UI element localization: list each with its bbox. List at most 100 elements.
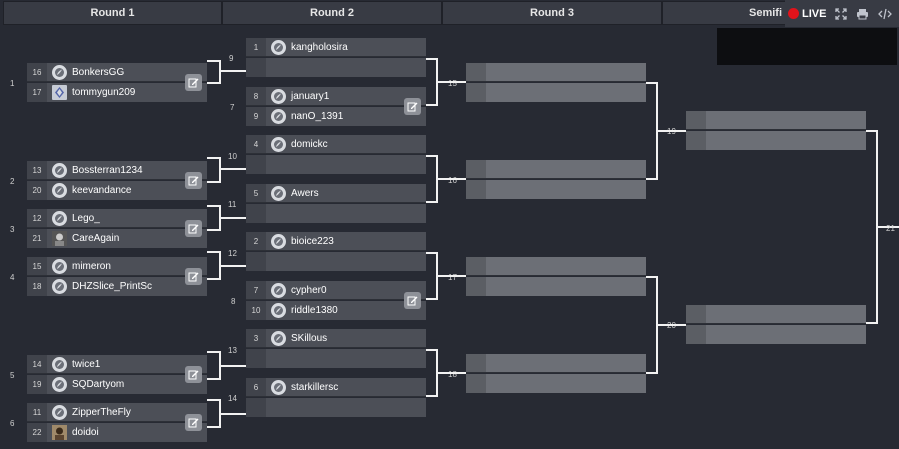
player-name[interactable]: ZipperTheFly xyxy=(72,407,131,418)
print-icon[interactable] xyxy=(856,8,869,20)
player-slot[interactable] xyxy=(246,349,426,368)
seed-number: 7 xyxy=(246,281,266,299)
edit-match-button[interactable] xyxy=(404,292,421,309)
player-name[interactable]: cypher0 xyxy=(291,285,327,296)
match-r3-2[interactable] xyxy=(466,160,646,200)
player-slot[interactable] xyxy=(246,204,426,223)
player-slot[interactable] xyxy=(466,374,646,393)
player-name[interactable]: DHZSlice_PrintSc xyxy=(72,281,153,292)
player-name[interactable]: CareAgain xyxy=(72,233,120,244)
player-name[interactable]: nanO_1391 xyxy=(291,111,344,122)
seed-number xyxy=(246,155,266,174)
player-slot[interactable] xyxy=(686,305,866,324)
edit-match-button[interactable] xyxy=(185,74,202,91)
player-slot[interactable] xyxy=(246,58,426,77)
player-name[interactable]: domickc xyxy=(291,139,328,150)
match-r3-3[interactable] xyxy=(466,257,646,297)
player-name[interactable]: twice1 xyxy=(72,359,101,370)
player-name[interactable]: tommygun209 xyxy=(72,87,136,98)
player-slot[interactable] xyxy=(466,180,646,199)
player-slot[interactable] xyxy=(246,398,426,417)
match-semi-1[interactable] xyxy=(686,111,866,151)
player-slot[interactable]: 7 cypher0 xyxy=(246,281,426,300)
player-name[interactable]: Awers xyxy=(291,188,319,199)
player-slot[interactable] xyxy=(686,111,866,130)
match-semi-2[interactable] xyxy=(686,305,866,345)
player-name[interactable]: starkillersc xyxy=(291,382,339,393)
player-name[interactable]: bioice223 xyxy=(291,236,334,247)
live-label[interactable]: LIVE xyxy=(802,7,827,20)
player-slot[interactable] xyxy=(686,131,866,150)
live-indicator-icon[interactable] xyxy=(788,8,799,19)
player-name[interactable]: Lego_ xyxy=(72,213,100,224)
edit-match-button[interactable] xyxy=(185,366,202,383)
player-slot[interactable] xyxy=(246,252,426,271)
edit-match-button[interactable] xyxy=(185,268,202,285)
bracket-connector xyxy=(438,275,466,277)
player-name[interactable]: mimeron xyxy=(72,261,111,272)
player-slot[interactable] xyxy=(686,325,866,344)
player-name[interactable]: BonkersGG xyxy=(72,67,125,78)
match-r3-4[interactable] xyxy=(466,354,646,394)
edit-match-button[interactable] xyxy=(185,414,202,431)
player-name[interactable]: SQDartyom xyxy=(72,379,125,390)
player-name[interactable]: Bossterran1234 xyxy=(72,165,143,176)
edit-match-button[interactable] xyxy=(185,220,202,237)
player-slot[interactable] xyxy=(466,83,646,102)
match-number: 10 xyxy=(228,152,237,161)
player-slot[interactable] xyxy=(466,354,646,373)
player-slot[interactable] xyxy=(466,277,646,296)
player-name[interactable]: SKillous xyxy=(291,333,328,344)
embed-code-icon[interactable] xyxy=(878,8,893,20)
edit-match-button[interactable] xyxy=(404,98,421,115)
edit-match-button[interactable] xyxy=(185,172,202,189)
player-name[interactable]: riddle1380 xyxy=(291,305,338,316)
bracket-connector xyxy=(658,130,686,132)
player-slot[interactable] xyxy=(466,63,646,82)
player-name[interactable]: january1 xyxy=(291,91,330,102)
player-name[interactable]: keevandance xyxy=(72,185,132,196)
match-r3-1[interactable] xyxy=(466,63,646,103)
player-slot[interactable] xyxy=(466,160,646,179)
player-name[interactable]: kangholosira xyxy=(291,42,348,53)
player-slot[interactable] xyxy=(466,257,646,276)
fullscreen-icon[interactable] xyxy=(835,7,848,20)
player-name[interactable]: doidoi xyxy=(72,427,99,438)
player-slot[interactable] xyxy=(246,155,426,174)
